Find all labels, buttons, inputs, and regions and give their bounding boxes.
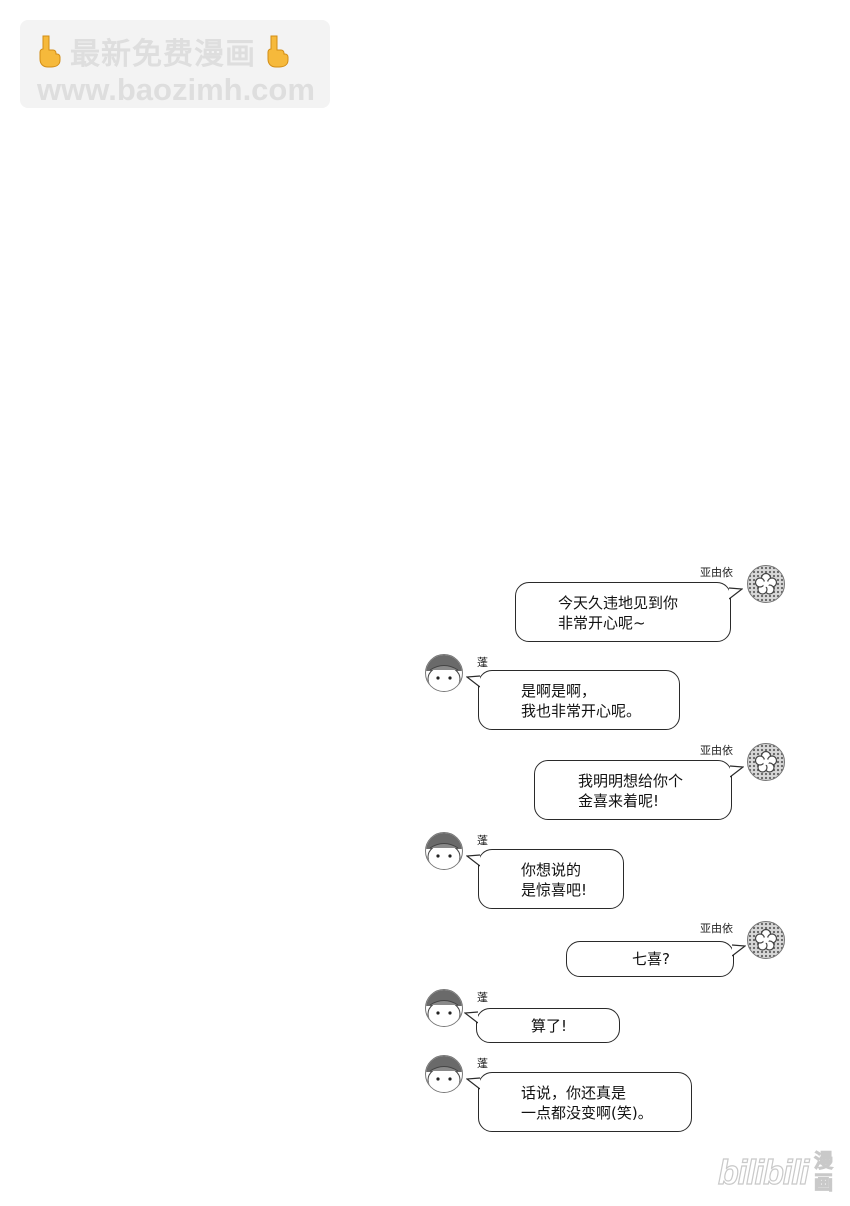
logo-manhua-text: 漫画 <box>814 1150 834 1195</box>
bubble-tail <box>732 944 746 957</box>
watermark-banner: 最新免费漫画 www.baozimh.com <box>20 20 330 108</box>
chat-bubble-incoming: 你想说的 是惊喜吧! <box>478 849 624 909</box>
sender-name: 蓬 <box>477 834 488 847</box>
message-text: 是啊是啊， 我也非常开心呢。 <box>521 682 642 720</box>
chat-bubble-incoming: 算了! <box>476 1008 620 1043</box>
sender-name: 蓬 <box>477 656 488 669</box>
sender-name: 亚由依 <box>700 744 733 757</box>
chat-bubble-incoming: 话说，你还真是 一点都没变啊(笑)。 <box>478 1072 692 1132</box>
pointing-down-hand-icon <box>267 35 289 68</box>
logo-wordmark: bilibili <box>717 1153 809 1192</box>
message-text: 你想说的 是惊喜吧! <box>521 861 588 899</box>
chat-bubble-incoming: 是啊是啊， 我也非常开心呢。 <box>478 670 680 730</box>
watermark-title-row: 最新免费漫画 <box>34 32 292 72</box>
sender-name: 蓬 <box>477 1057 488 1070</box>
bilibili-manhua-logo: bilibili 漫画 <box>717 1148 840 1196</box>
flower-avatar-icon <box>747 921 785 959</box>
sender-name: 亚由依 <box>700 566 733 579</box>
bubble-tail <box>729 587 743 600</box>
message-text: 七喜? <box>632 950 670 968</box>
bubble-tail <box>466 854 480 867</box>
sender-name: 亚由依 <box>700 922 733 935</box>
flower-avatar-icon <box>747 743 785 781</box>
message-text: 今天久违地见到你 非常开心呢~ <box>558 594 679 632</box>
chat-bubble-outgoing: 我明明想给你个 金喜来着呢! <box>534 760 732 820</box>
chat-bubble-outgoing: 七喜? <box>566 941 734 977</box>
watermark-title: 最新免费漫画 <box>70 37 256 72</box>
bubble-tail <box>730 765 744 778</box>
creature-avatar-icon <box>425 1055 463 1093</box>
bubble-tail <box>466 1077 480 1090</box>
sender-name: 蓬 <box>477 991 488 1004</box>
bubble-tail <box>464 1011 478 1024</box>
creature-avatar-icon <box>425 654 463 692</box>
message-text: 我明明想给你个 金喜来着呢! <box>578 772 684 810</box>
creature-avatar-icon <box>425 989 463 1027</box>
message-text: 算了! <box>530 1017 567 1035</box>
chat-bubble-outgoing: 今天久违地见到你 非常开心呢~ <box>515 582 731 642</box>
flower-avatar-icon <box>747 565 785 603</box>
watermark-url: www.baozimh.com <box>37 72 315 107</box>
creature-avatar-icon <box>425 832 463 870</box>
pointing-down-hand-icon <box>39 35 61 68</box>
bubble-tail <box>466 675 480 688</box>
message-text: 话说，你还真是 一点都没变啊(笑)。 <box>521 1084 653 1122</box>
